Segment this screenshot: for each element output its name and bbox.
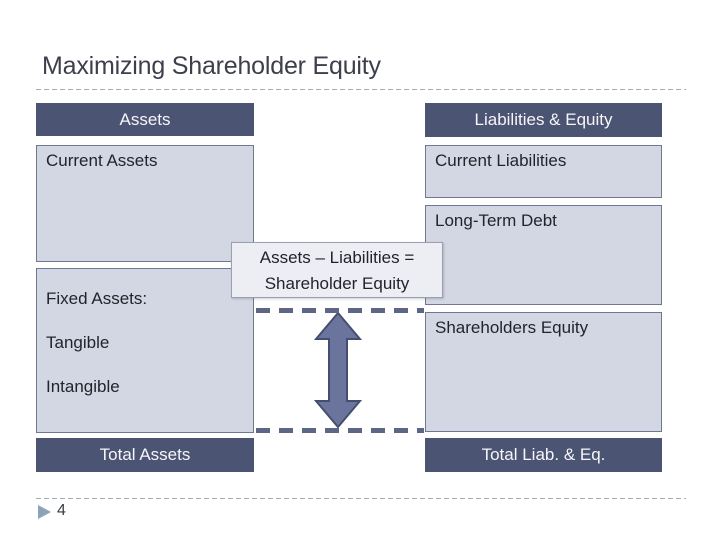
equation-line-1: Assets – Liabilities =: [259, 248, 415, 267]
upper-dashed-guide: [256, 308, 424, 313]
equation-line-2: Shareholder Equity: [264, 274, 410, 293]
current-liabilities-label: Current Liabilities: [435, 151, 567, 170]
shareholders-equity-label: Shareholders Equity: [435, 318, 589, 337]
total-liabilities-equity-label: Total Liab. & Eq.: [481, 445, 606, 464]
intangible-label: Intangible: [46, 377, 120, 396]
equation-callout-box: Assets – Liabilities = Shareholder Equit…: [231, 242, 443, 298]
up-down-arrow-icon: [314, 312, 362, 428]
current-assets-box: Current Assets: [36, 145, 254, 262]
fixed-assets-label: Fixed Assets:: [46, 289, 148, 308]
fixed-assets-box: Fixed Assets: Tangible Intangible: [36, 268, 254, 433]
total-assets-box: Total Assets: [36, 438, 254, 472]
current-liabilities-box: Current Liabilities: [425, 145, 662, 198]
tangible-label: Tangible: [46, 333, 110, 352]
page-marker-triangle-icon: [38, 505, 51, 519]
slide-title: Maximizing Shareholder Equity: [42, 52, 381, 80]
lower-dashed-guide: [256, 428, 424, 433]
shareholders-equity-box: Shareholders Equity: [425, 312, 662, 432]
liabilities-equity-header-label: Liabilities & Equity: [474, 110, 613, 129]
current-assets-label: Current Assets: [46, 151, 158, 170]
total-assets-label: Total Assets: [99, 445, 191, 464]
assets-header-box: Assets: [36, 103, 254, 136]
title-divider: [36, 89, 686, 90]
footer-divider: [36, 498, 686, 499]
liabilities-equity-header-box: Liabilities & Equity: [425, 103, 662, 137]
long-term-debt-label: Long-Term Debt: [435, 211, 557, 230]
total-liabilities-equity-box: Total Liab. & Eq.: [425, 438, 662, 472]
assets-header-label: Assets: [119, 109, 171, 129]
page-number: 4: [57, 502, 66, 519]
long-term-debt-box: Long-Term Debt: [425, 205, 662, 305]
